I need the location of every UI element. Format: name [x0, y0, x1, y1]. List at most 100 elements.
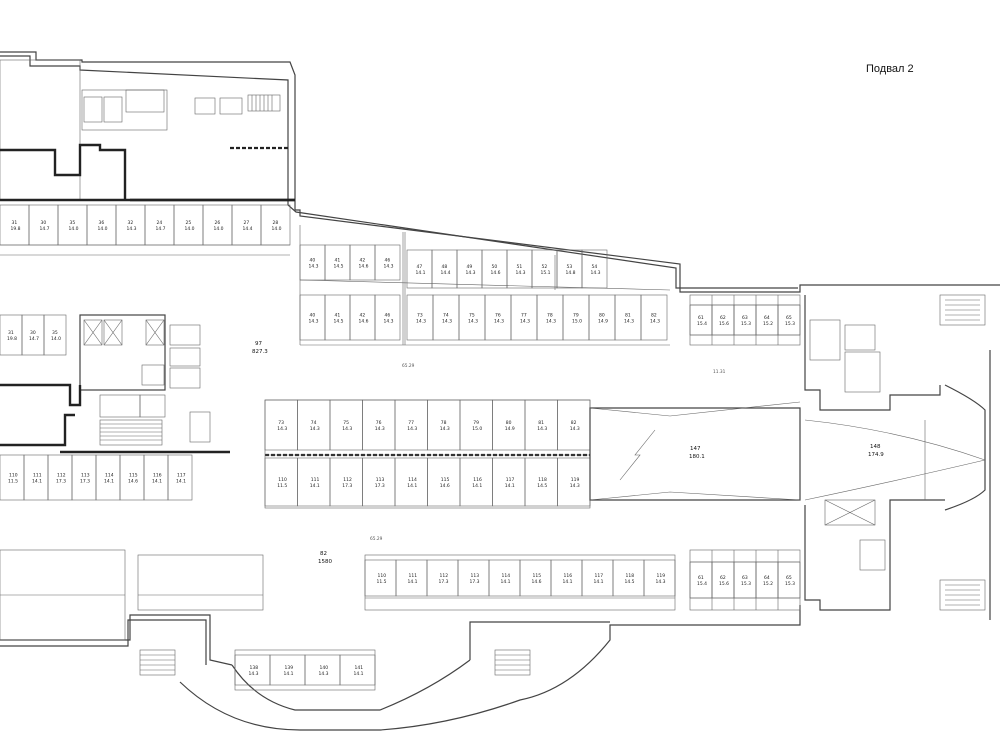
cell-area: 14.0 — [214, 226, 224, 232]
room-148-outline — [804, 419, 987, 501]
cell-number: 113 — [376, 477, 385, 483]
cell-number: 51 — [517, 264, 523, 270]
cell-number: 25 — [186, 220, 192, 226]
cell-number: 62 — [720, 315, 726, 321]
cell-area: 14.0 — [51, 336, 61, 342]
cell-number: 74 — [311, 420, 317, 426]
cell-area: 14.3 — [591, 270, 601, 276]
cell-area: 14.3 — [570, 426, 580, 432]
cell-number: 112 — [440, 573, 449, 579]
cell-area: 11.5 — [277, 483, 287, 489]
cell-area: 14.1 — [563, 579, 573, 585]
cell-area: 17.3 — [56, 479, 66, 485]
cell-area: 14.7 — [29, 336, 39, 342]
cell-area: 14.7 — [156, 226, 166, 232]
outer-walls — [0, 51, 1000, 731]
center-cells: 7314.37414.37514.37614.37714.37814.37915… — [264, 399, 591, 507]
storage-cell — [339, 654, 376, 686]
cell-area: 14.3 — [546, 319, 556, 325]
cell-number: 63 — [742, 315, 748, 321]
cell-area: 14.1 — [354, 671, 364, 677]
cell-area: 14.1 — [407, 483, 417, 489]
cell-number: 36 — [99, 220, 105, 226]
cell-number: 48 — [442, 264, 448, 270]
cell-area: 17.3 — [439, 579, 449, 585]
cell-number: 76 — [376, 420, 382, 426]
cell-area: 17.3 — [470, 579, 480, 585]
left-cells: 3119.83014.73514.011011.511114.111217.31… — [0, 314, 193, 501]
cell-number: 50 — [492, 264, 498, 270]
cell-area: 14.5 — [537, 483, 547, 489]
cell-area: 15.4 — [697, 581, 707, 587]
cell-area: 15.3 — [741, 321, 751, 327]
cell-area: 14.3 — [309, 264, 319, 270]
cell-area: 14.0 — [185, 226, 195, 232]
cell-number: 61 — [698, 575, 704, 581]
cell-number: 118 — [626, 573, 635, 579]
cell-number: 114 — [408, 477, 417, 483]
cell-area: 15.0 — [572, 319, 582, 325]
cell-number: 116 — [473, 477, 482, 483]
cell-number: 82 — [651, 313, 657, 319]
cell-number: 75 — [343, 420, 349, 426]
cell-area: 14.3 — [407, 426, 417, 432]
room-148-area: 174.9 — [868, 452, 884, 458]
storage-cell — [374, 244, 401, 281]
cell-area: 19.8 — [7, 336, 17, 342]
cell-area: 14.6 — [359, 264, 369, 270]
cell-area: 14.3 — [468, 319, 478, 325]
storage-cell — [581, 249, 608, 289]
cell-number: 40 — [310, 258, 316, 264]
lift-core-left — [0, 314, 590, 457]
cell-area: 14.3 — [570, 483, 580, 489]
cell-area: 14.1 — [505, 483, 515, 489]
cell-number: 80 — [599, 313, 605, 319]
floor-title: Подвал 2 — [866, 63, 914, 75]
cell-number: 110 — [378, 573, 387, 579]
room-147-area: 180.1 — [689, 454, 705, 460]
room-147-number: 147 — [690, 446, 701, 452]
cell-area: 14.1 — [176, 479, 186, 485]
cell-area: 14.0 — [272, 226, 282, 232]
cell-number: 41 — [335, 313, 341, 319]
cell-area: 14.8 — [566, 270, 576, 276]
cell-number: 24 — [157, 220, 163, 226]
cell-area: 14.1 — [104, 479, 114, 485]
cell-area: 14.3 — [342, 426, 352, 432]
storage-cell — [777, 304, 801, 336]
cell-area: 14.0 — [98, 226, 108, 232]
cell-area: 14.1 — [416, 270, 426, 276]
cell-area: 14.3 — [416, 319, 426, 325]
cell-area: 14.1 — [152, 479, 162, 485]
cell-number: 113 — [471, 573, 480, 579]
cell-number: 116 — [153, 473, 162, 479]
cell-area: 14.6 — [128, 479, 138, 485]
cell-number: 78 — [547, 313, 553, 319]
cell-number: 73 — [278, 420, 284, 426]
cell-area: 14.3 — [384, 264, 394, 270]
cell-number: 76 — [495, 313, 501, 319]
cell-area: 14.3 — [516, 270, 526, 276]
cell-number: 114 — [502, 573, 511, 579]
cell-area: 14.3 — [650, 319, 660, 325]
cell-number: 82 — [571, 420, 577, 426]
cell-number: 49 — [467, 264, 473, 270]
cell-area: 14.3 — [384, 319, 394, 325]
cell-number: 32 — [128, 220, 134, 226]
cell-area: 14.4 — [243, 226, 253, 232]
cell-number: 79 — [473, 420, 479, 426]
cell-number: 63 — [742, 575, 748, 581]
cell-number: 31 — [12, 220, 18, 226]
cell-area: 14.3 — [127, 226, 137, 232]
cell-number: 53 — [567, 264, 573, 270]
cell-area: 14.1 — [32, 479, 42, 485]
room-82-area: 1580 — [318, 559, 332, 565]
cell-area: 14.9 — [505, 426, 515, 432]
cell-number: 40 — [310, 313, 316, 319]
cell-area: 14.3 — [277, 426, 287, 432]
cell-number: 117 — [595, 573, 604, 579]
cell-number: 112 — [343, 477, 352, 483]
cell-area: 17.3 — [375, 483, 385, 489]
cell-number: 119 — [571, 477, 580, 483]
